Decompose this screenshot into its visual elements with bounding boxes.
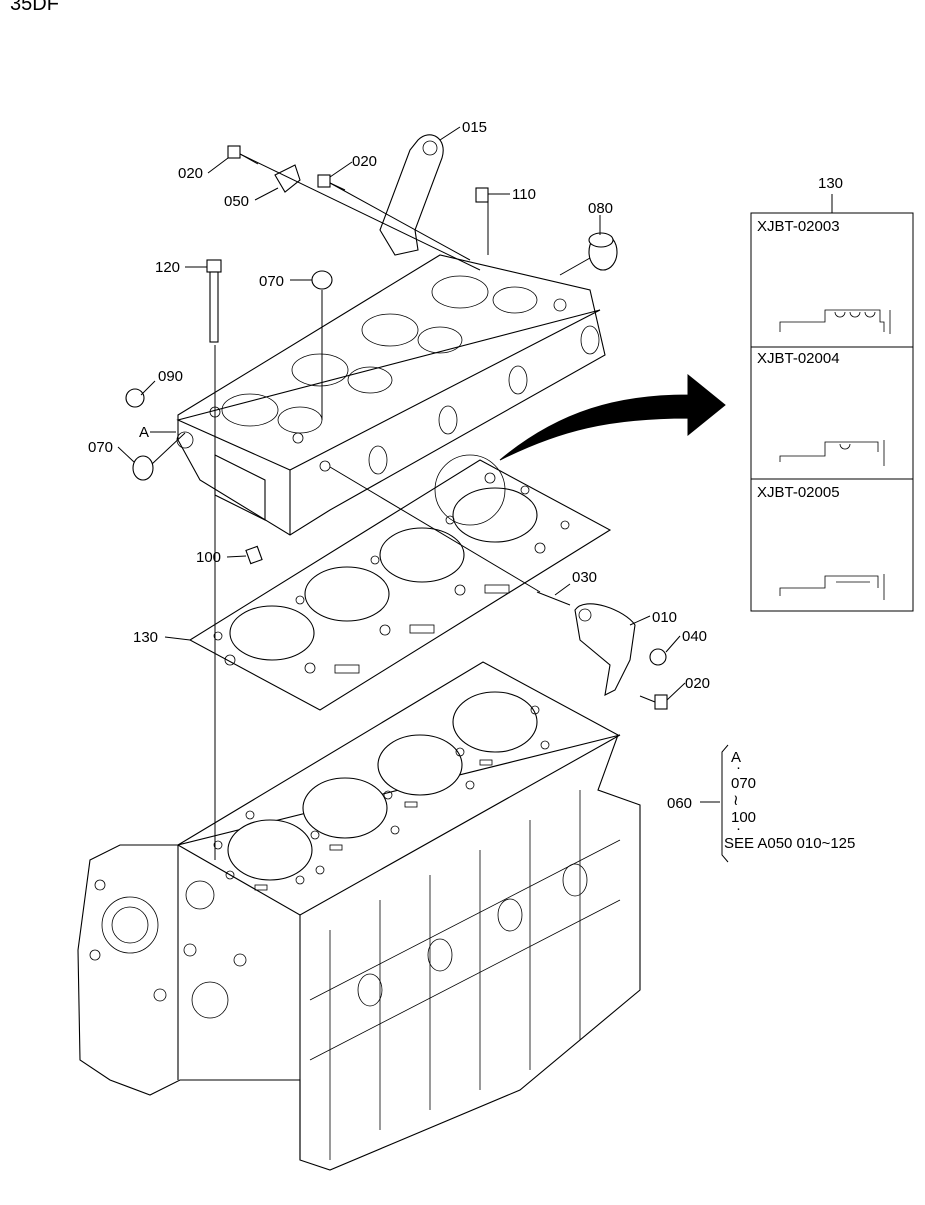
bolt-020-lower	[639, 694, 668, 710]
cylinder-block	[77, 661, 641, 1171]
gasket-table-ref: 130	[818, 175, 843, 192]
callout-020-left: 020	[178, 165, 203, 182]
callout-040: 040	[682, 628, 707, 645]
callout-030: 030	[572, 569, 597, 586]
callout-070-left: 070	[88, 439, 113, 456]
gasket-row-3: XJBT-02005	[757, 484, 885, 600]
gasket-row-1: XJBT-02003	[757, 218, 891, 334]
callout-130: 130	[133, 629, 158, 646]
kit-note-line-4: SEE A050 010~125	[724, 835, 855, 852]
detail-arrow	[499, 373, 726, 461]
callout-080: 080	[588, 200, 613, 217]
kit-note: A · 070 ≀ 100 · SEE A050 010~125	[721, 744, 855, 863]
seal-070-left	[132, 455, 154, 481]
seal-070-top	[311, 270, 333, 290]
clip-050	[274, 164, 301, 193]
callout-060: 060	[667, 795, 692, 812]
callout-020-middle: 020	[352, 153, 377, 170]
bolt-020-middle	[317, 174, 346, 191]
callout-090: 090	[158, 368, 183, 385]
kit-note-line-2: 070	[731, 775, 756, 792]
nut-040	[649, 648, 667, 666]
callout-010: 010	[652, 609, 677, 626]
ball-090	[125, 388, 145, 408]
svg-text:·: ·	[736, 759, 741, 776]
callout-015: 015	[462, 119, 487, 136]
gasket-row-2: XJBT-02004	[757, 350, 885, 466]
callout-100: 100	[196, 549, 221, 566]
callout-020-lower: 020	[685, 675, 710, 692]
leader-lines	[117, 126, 720, 860]
model-label: 35DF	[10, 0, 59, 15]
kit-note-line-3: 100	[731, 809, 756, 826]
gasket-variant-table: 130 XJBT-02003 XJBT-02004 XJBT-02005	[750, 175, 914, 612]
bracket-010	[574, 603, 636, 696]
callout-labels: 015 020 020 050 110 080 120 070 090 A 07…	[88, 119, 710, 812]
plug-110	[475, 187, 489, 203]
bolt-020-left	[227, 145, 259, 165]
stud-100	[245, 545, 263, 565]
callout-A: A	[139, 424, 149, 441]
cylinder-head	[176, 254, 606, 536]
head-gasket	[188, 454, 612, 711]
kit-note-line-1: A	[731, 749, 741, 766]
svg-text:·: ·	[736, 820, 741, 837]
bolt-120	[206, 259, 222, 343]
callout-070-top: 070	[259, 273, 284, 290]
bracket-015	[379, 134, 444, 256]
callout-050: 050	[224, 193, 249, 210]
gasket-code-1: XJBT-02003	[757, 218, 840, 235]
callout-110: 110	[512, 186, 536, 203]
gasket-code-2: XJBT-02004	[757, 350, 840, 367]
cap-080	[588, 232, 618, 271]
stud-030	[536, 591, 571, 606]
gasket-code-3: XJBT-02005	[757, 484, 840, 501]
svg-text:≀: ≀	[733, 792, 739, 809]
callout-120: 120	[155, 259, 180, 276]
